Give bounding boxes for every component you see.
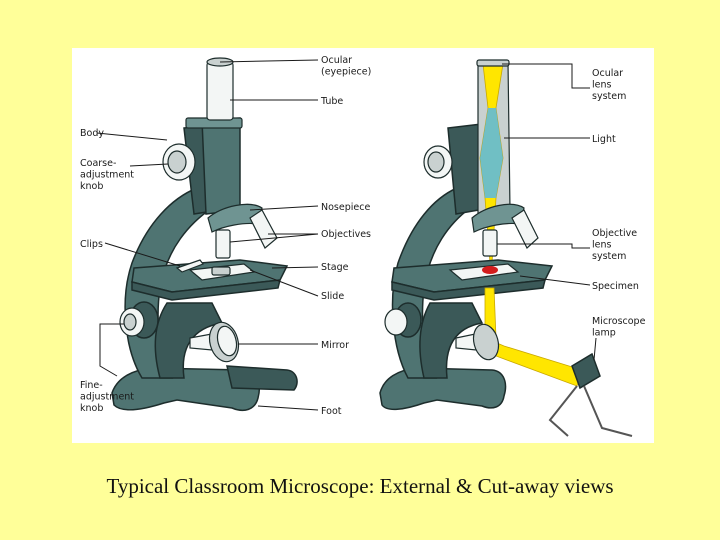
figure-caption: Typical Classroom Microscope: External &…	[106, 474, 614, 498]
label-objective-lens-line: system	[592, 251, 626, 262]
fine-knob-face	[123, 313, 137, 331]
leader-foot	[257, 405, 319, 411]
label-fine-line: adjustment	[80, 392, 134, 403]
leader-fine	[99, 323, 124, 377]
ocular-lens-system	[476, 59, 510, 67]
label-fine-line: Fine-	[80, 380, 103, 391]
label-body-line: Body	[80, 128, 104, 139]
cutaway-mirror	[472, 323, 500, 361]
label-clips: Clips	[80, 239, 103, 250]
stage-aperture	[211, 266, 231, 276]
tube	[201, 117, 241, 215]
label-coarse-line: Coarse-	[80, 158, 116, 169]
objective-low	[215, 229, 231, 259]
leader-clips	[104, 242, 181, 267]
coarse-knob-face	[167, 150, 187, 174]
label-coarse-line: adjustment	[80, 170, 134, 181]
specimen	[482, 266, 498, 274]
label-coarse-line: knob	[80, 181, 103, 192]
objective-lens-system	[482, 229, 498, 257]
label-specimen-line: Specimen	[592, 281, 639, 292]
leader-slide	[249, 269, 319, 297]
label-ocular-lens-line: Ocular	[592, 68, 623, 79]
leader-lamp	[593, 337, 597, 361]
label-body: Body	[80, 128, 104, 139]
leader-ocular-lens	[502, 63, 590, 89]
label-specimen: Specimen	[592, 281, 639, 292]
label-objectives-line: Objectives	[321, 229, 371, 240]
label-ocular-lens-line: lens	[592, 80, 612, 91]
label-stage-line: Stage	[321, 262, 349, 273]
label-ocular-line: (eyepiece)	[321, 67, 371, 78]
label-lamp-line: lamp	[592, 328, 616, 339]
label-light-line: Light	[592, 134, 616, 145]
label-stage: Stage	[321, 262, 349, 273]
cutaway-stage-edge	[391, 279, 546, 301]
label-lamp-line: Microscope	[592, 316, 646, 327]
cutaway-coarse-knob-face	[427, 151, 445, 173]
labels-center: Ocular(eyepiece) TubeNosepieceObjectivesS…	[320, 55, 371, 417]
cutaway-arm-lower	[419, 302, 484, 379]
leader-nosepiece	[249, 205, 319, 211]
label-ocular: Ocular(eyepiece)	[321, 55, 371, 78]
leader-lines	[96, 59, 597, 411]
label-foot-line: Foot	[321, 406, 342, 417]
label-fine-line: knob	[80, 403, 103, 414]
label-mirror: Mirror	[321, 340, 349, 351]
leader-ocular	[219, 59, 319, 63]
label-foot: Foot	[321, 406, 342, 417]
cutaway-view-microscope	[379, 59, 633, 437]
lamp-stand	[548, 385, 633, 437]
label-light: Light	[592, 134, 616, 145]
label-slide-line: Slide	[321, 291, 344, 302]
label-nosepiece-line: Nosepiece	[321, 202, 370, 213]
cutaway-objective-high	[511, 209, 539, 249]
leader-stage	[271, 266, 319, 269]
stage-edge	[131, 279, 281, 301]
leader-objectives-1	[229, 233, 319, 243]
leader-objective-lens	[497, 243, 590, 249]
label-clips-line: Clips	[80, 239, 103, 250]
label-objective-lens-line: lens	[592, 240, 612, 251]
label-objectives: Objectives	[321, 229, 371, 240]
label-slide: Slide	[321, 291, 344, 302]
light-beam-core	[480, 108, 503, 198]
label-ocular-line: Ocular	[321, 55, 352, 66]
label-ocular-lens-line: system	[592, 91, 626, 102]
label-tube: Tube	[320, 96, 343, 107]
clips	[175, 259, 204, 273]
label-nosepiece: Nosepiece	[321, 202, 370, 213]
leader-specimen	[519, 275, 591, 286]
mirror-face	[216, 325, 238, 357]
label-objective-lens-line: Objective	[592, 228, 637, 239]
leader-coarse	[129, 163, 169, 167]
leader-body	[96, 132, 168, 141]
label-tube-line: Tube	[320, 96, 343, 107]
ocular-eyepiece	[206, 61, 234, 121]
cutaway-fine-knob	[384, 308, 408, 336]
label-mirror-line: Mirror	[321, 340, 349, 351]
foot-front-arm	[226, 365, 298, 391]
microscope-lamp	[571, 352, 601, 390]
